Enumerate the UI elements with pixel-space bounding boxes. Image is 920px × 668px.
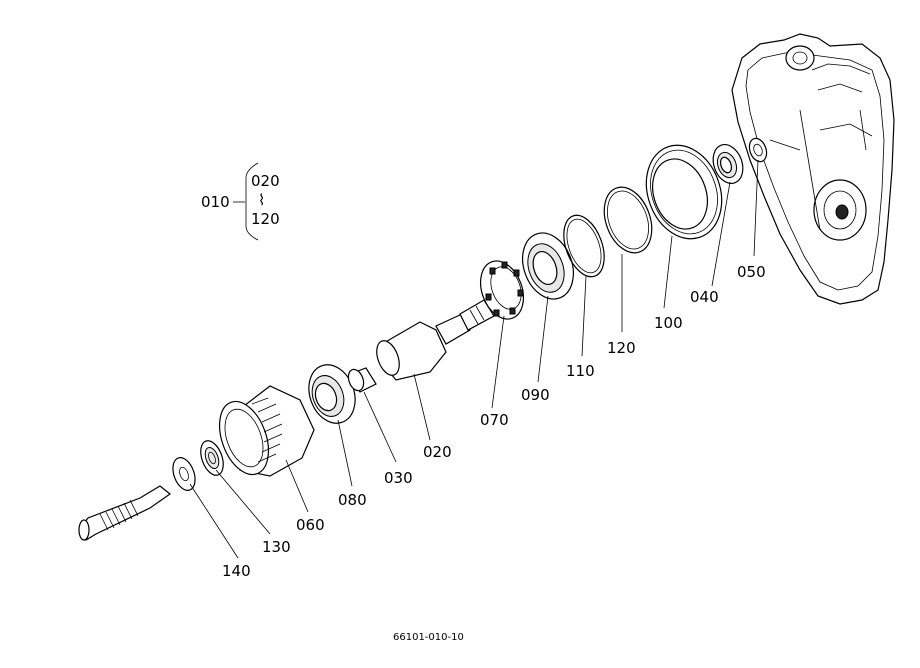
label-100: 100 bbox=[654, 314, 683, 332]
figure-code: 66101-010-10 bbox=[393, 632, 464, 643]
label-090: 090 bbox=[521, 386, 550, 404]
part-130-needle-bearing bbox=[200, 440, 224, 476]
part-050-oil-seal bbox=[748, 137, 768, 163]
label-050: 050 bbox=[737, 263, 766, 281]
label-080: 080 bbox=[338, 491, 367, 509]
gear-housing bbox=[731, 33, 895, 305]
part-100-bearing-cup bbox=[645, 144, 723, 240]
label-040: 040 bbox=[690, 288, 719, 306]
part-140-thrust-washer bbox=[172, 457, 196, 491]
label-140: 140 bbox=[222, 562, 251, 580]
part-040-small-bearing bbox=[712, 144, 744, 184]
label-020: 020 bbox=[423, 443, 452, 461]
label-120: 120 bbox=[607, 339, 636, 357]
part-labels: 140 130 060 080 030 020 070 090 110 120 … bbox=[222, 263, 766, 580]
range-start-label: 020 bbox=[251, 172, 280, 190]
label-030: 030 bbox=[384, 469, 413, 487]
leader-lines bbox=[189, 139, 801, 559]
part-110-snap-ring bbox=[563, 214, 605, 278]
assembly-group-bracket: 010 020 ⌇ 120 bbox=[201, 162, 280, 241]
part-080-ball-bearing bbox=[308, 364, 356, 424]
label-130: 130 bbox=[262, 538, 291, 556]
label-070: 070 bbox=[480, 411, 509, 429]
label-110: 110 bbox=[566, 362, 595, 380]
part-070-roller-cage bbox=[479, 260, 525, 320]
part-020-hub-sleeve bbox=[376, 299, 495, 381]
label-060: 060 bbox=[296, 516, 325, 534]
part-090-bearing bbox=[522, 232, 574, 300]
part-030-collar bbox=[347, 367, 377, 393]
part-060-gear bbox=[218, 385, 315, 477]
range-end-label: 120 bbox=[251, 210, 280, 228]
input-shaft bbox=[78, 485, 172, 541]
range-separator: ⌇ bbox=[258, 191, 265, 209]
assembly-label: 010 bbox=[201, 193, 230, 211]
part-120-snap-ring bbox=[603, 186, 653, 254]
